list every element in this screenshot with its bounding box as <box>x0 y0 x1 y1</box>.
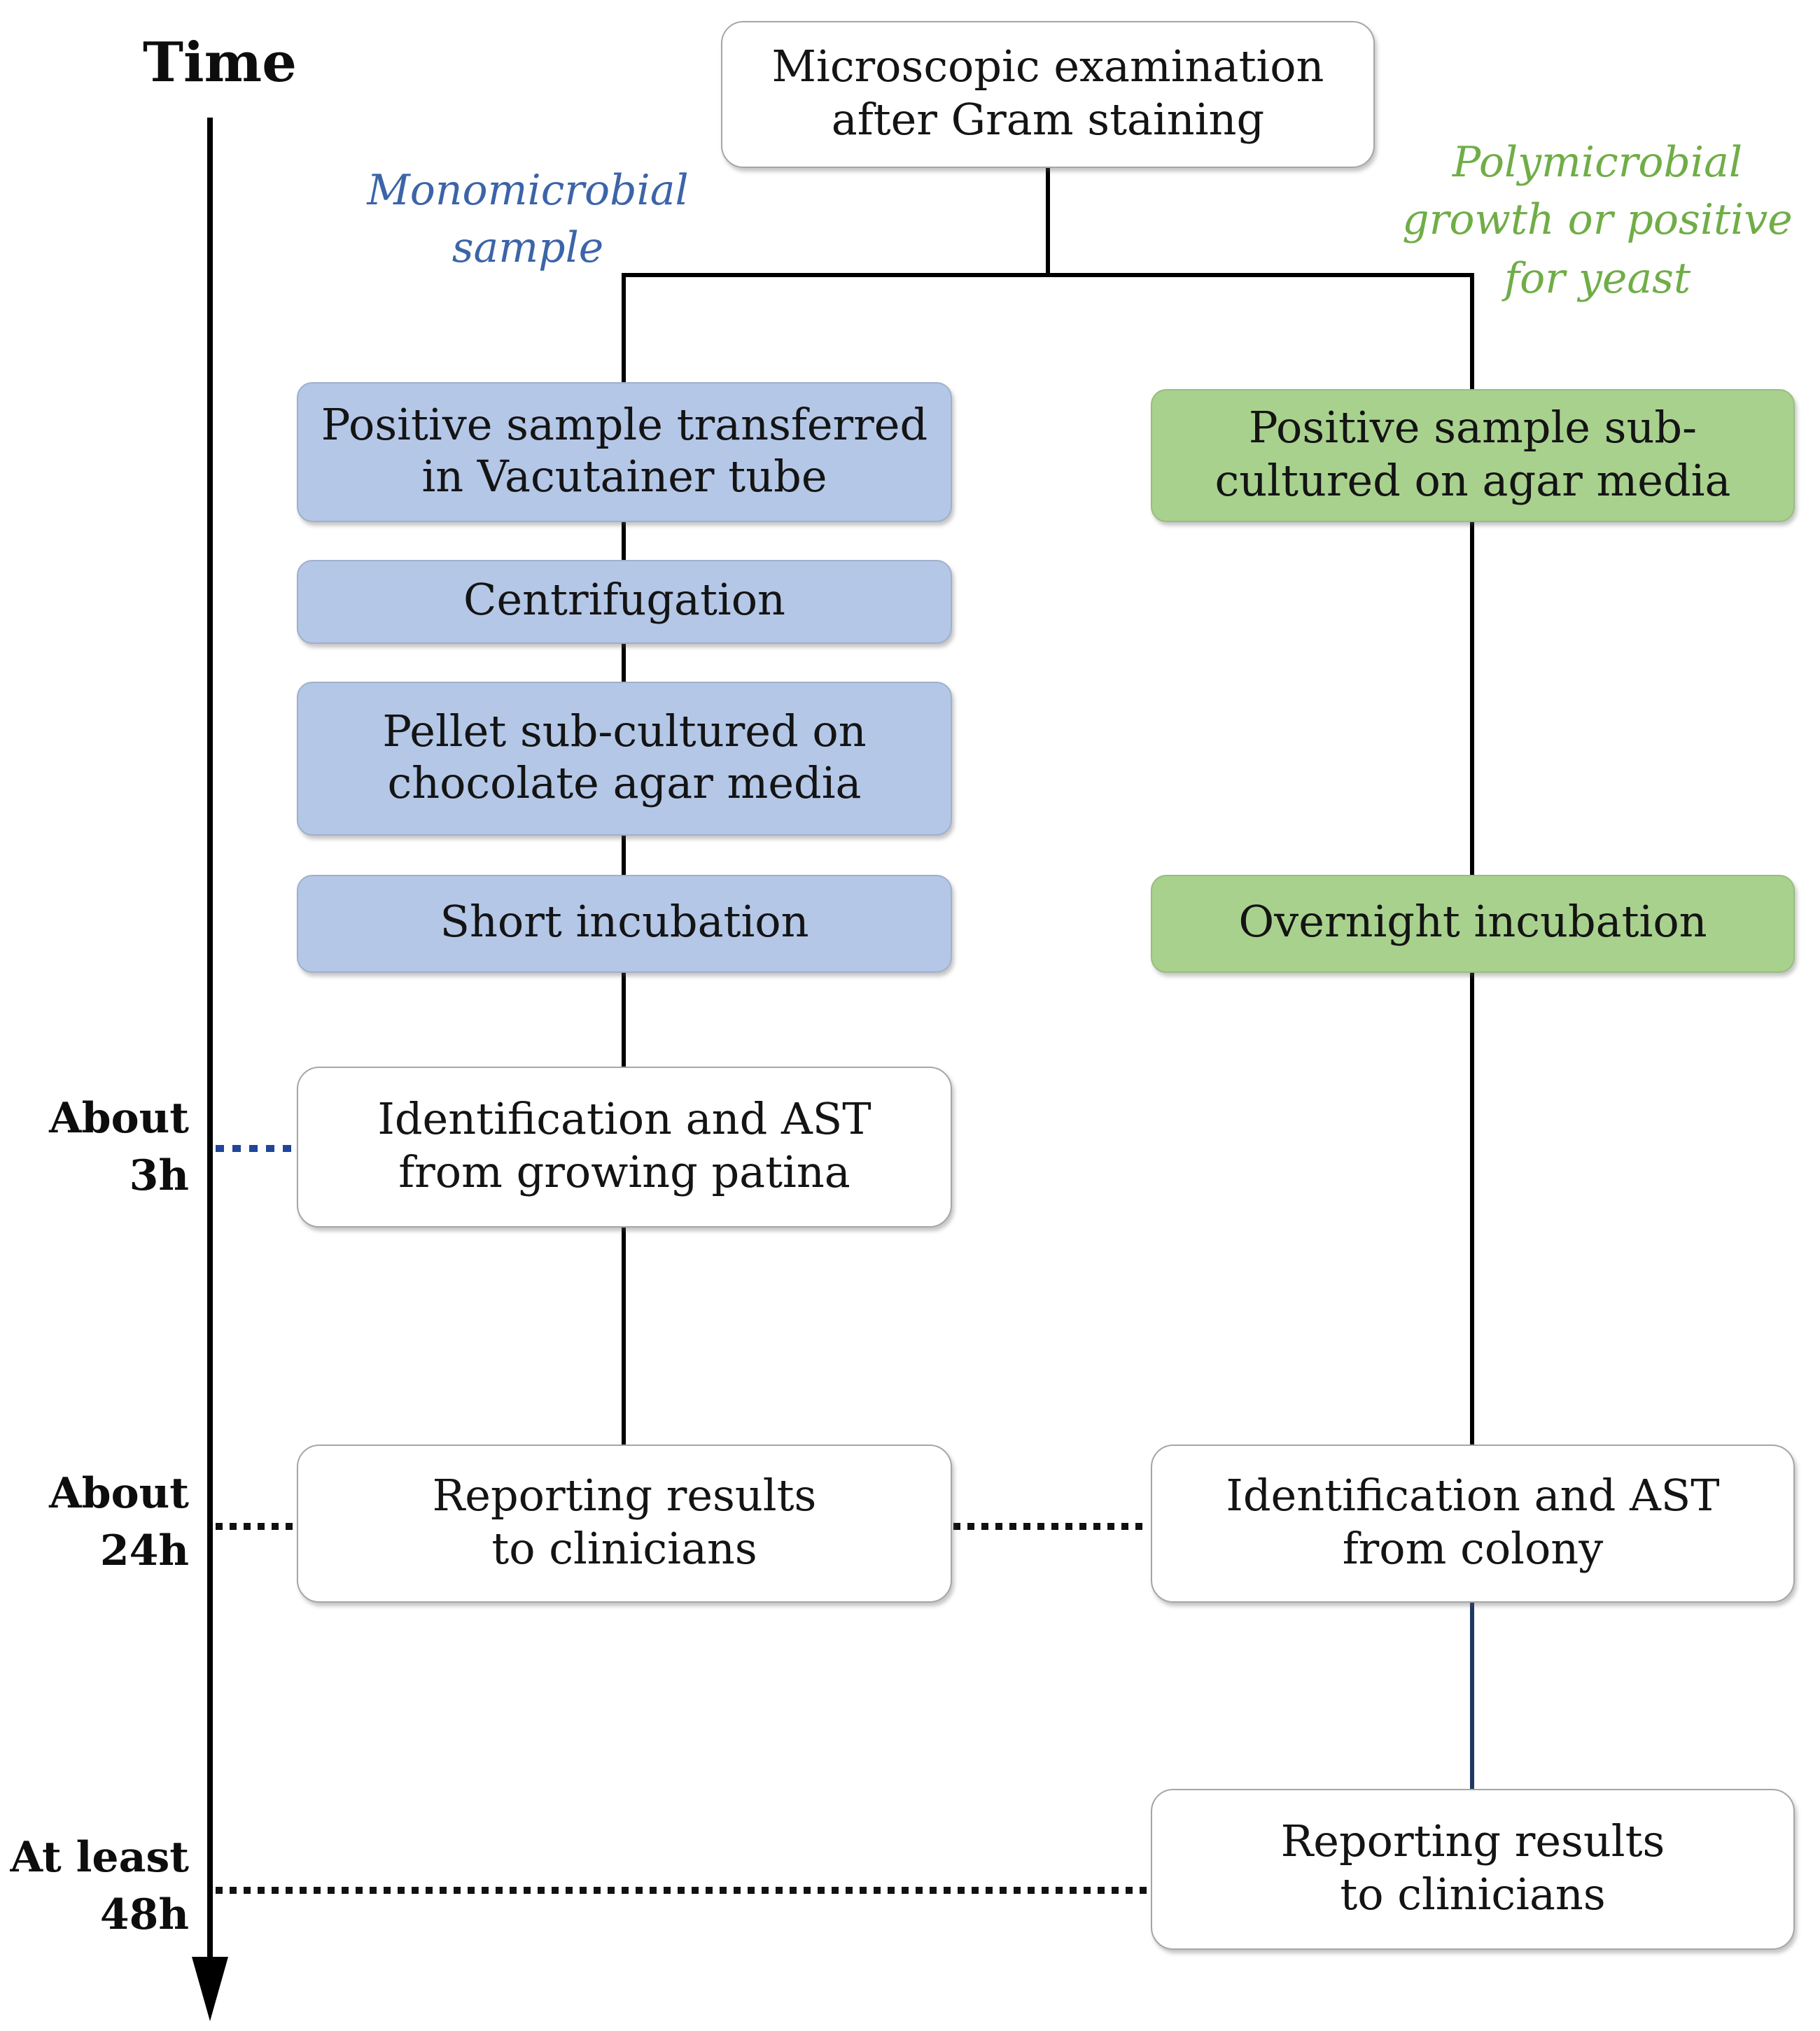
step-sample-transferred-vacutainer: Positive sample transferred in Vacutaine… <box>297 382 952 522</box>
dotted-connector-48h <box>216 1887 1149 1894</box>
dotted-connector-24h-mid <box>953 1523 1149 1530</box>
time-axis-label: Time <box>143 31 297 95</box>
connector-right-drop <box>1470 273 1474 389</box>
time-axis-line <box>207 118 213 1960</box>
connector-root-stem <box>1046 168 1049 273</box>
connector-left-4-5 <box>622 973 625 1067</box>
branch-label-monomicrobial: Monomicrobial sample <box>367 167 689 274</box>
connector-left-5-6 <box>622 1228 625 1445</box>
time-marker-24h: About 24h <box>49 1470 189 1575</box>
connector-left-3-4 <box>622 836 625 875</box>
dotted-connector-3h <box>216 1145 295 1152</box>
step-short-incubation: Short incubation <box>297 875 952 973</box>
down-arrow-icon <box>192 1957 228 2021</box>
dotted-connector-24h-axis <box>216 1523 295 1530</box>
connector-right-3-4-navy <box>1470 1603 1474 1789</box>
connector-right-1-2 <box>1470 522 1474 875</box>
step-reporting-results-left: Reporting results to clinicians <box>297 1445 952 1603</box>
step-identification-ast-patina: Identification and AST from growing pati… <box>297 1067 952 1228</box>
branch-label-polymicrobial: Polymicrobial growth or positive for yea… <box>1402 139 1793 304</box>
connector-right-2-3 <box>1470 973 1474 1445</box>
time-marker-48h: At least 48h <box>10 1834 189 1939</box>
connector-left-drop <box>622 273 625 382</box>
time-marker-3h: About 3h <box>49 1095 189 1200</box>
step-overnight-incubation: Overnight incubation <box>1151 875 1795 973</box>
connector-left-2-3 <box>622 644 625 682</box>
step-sample-subcultured-agar: Positive sample sub- cultured on agar me… <box>1151 389 1795 522</box>
step-pellet-subcultured: Pellet sub-cultured on chocolate agar me… <box>297 682 952 836</box>
step-reporting-results-right: Reporting results to clinicians <box>1151 1789 1795 1950</box>
connector-branch-horizontal <box>622 273 1473 277</box>
connector-left-1-2 <box>622 522 625 560</box>
step-microscopic-examination: Microscopic examination after Gram stain… <box>721 21 1375 168</box>
step-centrifugation: Centrifugation <box>297 560 952 644</box>
step-identification-ast-colony: Identification and AST from colony <box>1151 1445 1795 1603</box>
